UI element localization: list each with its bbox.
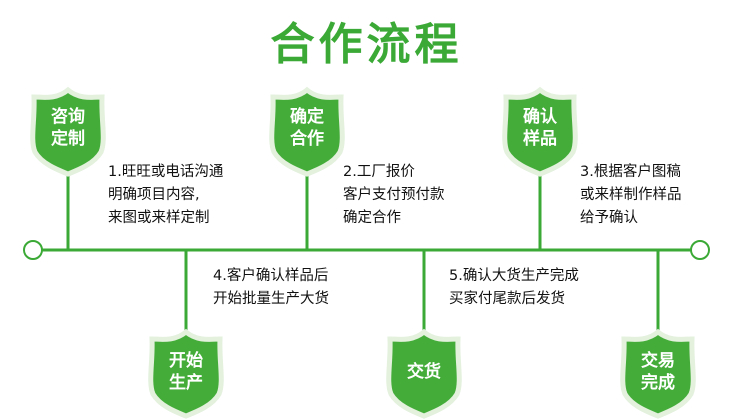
step-4-line-1: 4.客户确认样品后: [213, 268, 329, 284]
shield-label-2: 确定 合作: [277, 106, 337, 150]
step-5-line-1: 5.确认大货生产完成: [449, 268, 579, 284]
shield-label-6-line1: 交易: [641, 351, 675, 371]
step-2-line-3: 确定合作: [343, 210, 401, 226]
step-description-5: 5.确认大货生产完成 买家付尾款后发货: [449, 265, 579, 311]
step-2-line-1: 2.工厂报价: [343, 164, 415, 180]
shield-label-6: 交易 完成: [628, 350, 688, 394]
step-5-line-2: 买家付尾款后发货: [449, 291, 565, 307]
shield-label-4-line2: 生产: [169, 373, 203, 393]
step-3-line-2: 或来样制作样品: [580, 187, 682, 203]
step-description-3: 3.根据客户图稿 或来样制作样品 给予确认: [580, 161, 682, 230]
page-title: 合作流程: [270, 19, 463, 70]
shield-label-5-line1: 交货: [407, 362, 441, 382]
step-3-line-1: 3.根据客户图稿: [580, 164, 681, 180]
timeline-start-node: [23, 240, 43, 260]
step-4-line-2: 开始批量生产大货: [213, 291, 329, 307]
shield-label-2-line2: 合作: [290, 129, 324, 149]
shield-label-2-line1: 确定: [290, 107, 324, 127]
shield-label-6-line2: 完成: [641, 373, 675, 393]
shield-label-5: 交货: [394, 361, 454, 383]
shield-label-1-line1: 咨询: [51, 107, 85, 127]
shield-label-1-line2: 定制: [51, 129, 85, 149]
step-description-2: 2.工厂报价 客户支付预付款 确定合作: [343, 161, 445, 230]
shield-label-4-line1: 开始: [169, 351, 203, 371]
shield-label-3: 确认 样品: [510, 106, 570, 150]
shield-label-3-line1: 确认: [523, 107, 557, 127]
shield-label-3-line2: 样品: [523, 129, 557, 149]
step-3-line-3: 给予确认: [580, 210, 638, 226]
step-description-1: 1.旺旺或电话沟通 明确项目内容, 来图或来样定制: [108, 161, 223, 230]
shield-label-1: 咨询 定制: [38, 106, 98, 150]
timeline-end-node: [690, 240, 710, 260]
step-1-line-1: 1.旺旺或电话沟通: [108, 164, 224, 180]
step-1-line-3: 来图或来样定制: [108, 210, 210, 226]
shield-label-4: 开始 生产: [156, 350, 216, 394]
step-1-line-2: 明确项目内容,: [108, 187, 200, 203]
step-description-4: 4.客户确认样品后 开始批量生产大货: [213, 265, 329, 311]
step-2-line-2: 客户支付预付款: [343, 187, 445, 203]
